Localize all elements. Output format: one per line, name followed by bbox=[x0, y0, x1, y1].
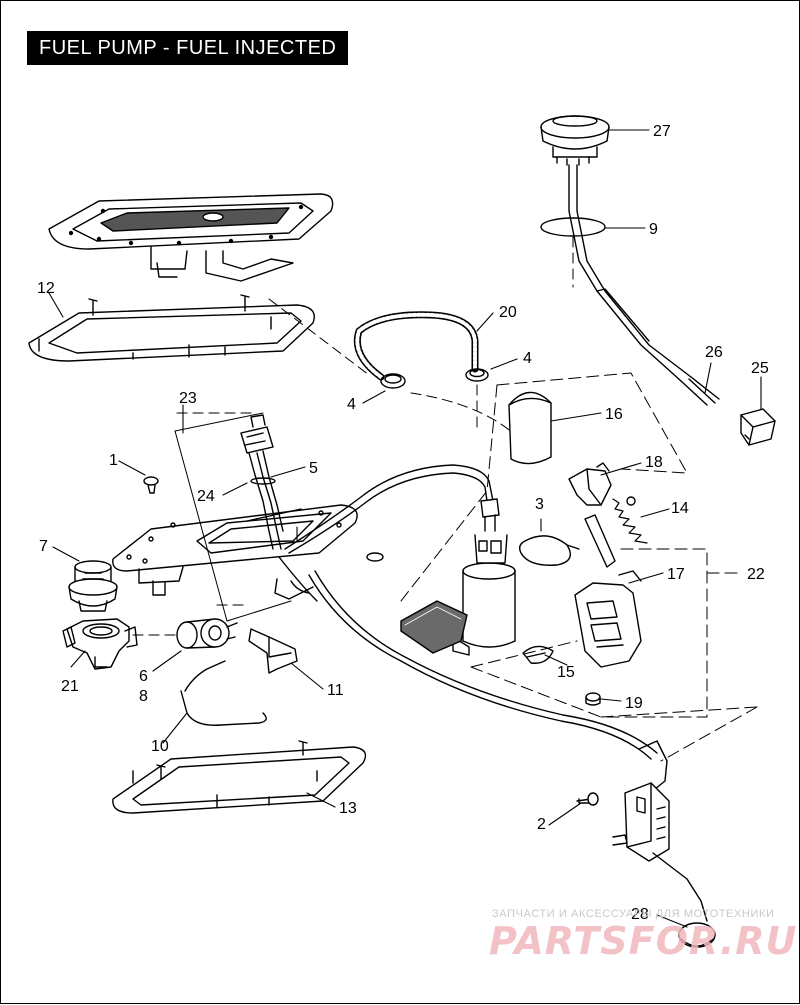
pump-connector bbox=[480, 498, 500, 532]
electrical-connector bbox=[740, 408, 776, 446]
callout-11: 11 bbox=[327, 682, 344, 699]
callout-13: 13 bbox=[339, 800, 357, 817]
spring bbox=[612, 496, 648, 544]
gasket-top bbox=[28, 294, 315, 362]
callout-5: 5 bbox=[309, 460, 318, 477]
pressure-regulator bbox=[68, 560, 118, 612]
callout-1: 1 bbox=[109, 452, 118, 469]
watermark-logo: PARTSFOR.RU bbox=[489, 919, 798, 963]
callout-24: 24 bbox=[197, 488, 215, 505]
callout-19: 19 bbox=[625, 695, 643, 712]
pump-bracket-18 bbox=[568, 462, 612, 506]
callout-16: 16 bbox=[605, 406, 623, 423]
callout-14: 14 bbox=[671, 500, 689, 517]
mounting-bracket bbox=[248, 628, 298, 674]
callout-15: 15 bbox=[557, 664, 575, 681]
small-oring bbox=[366, 552, 384, 562]
nut-19 bbox=[585, 692, 601, 706]
callout-6: 6 bbox=[139, 668, 148, 685]
callout-17: 17 bbox=[667, 566, 685, 583]
sender-wires bbox=[568, 164, 720, 406]
assembly-bracket-23 bbox=[174, 412, 292, 622]
corrugated-fuel-hose bbox=[353, 311, 479, 381]
subassembly-outline-22 bbox=[400, 372, 758, 762]
retaining-wire bbox=[180, 660, 267, 726]
screw-1 bbox=[143, 476, 159, 494]
top-mounting-plate bbox=[48, 193, 334, 282]
callout-2: 2 bbox=[537, 816, 546, 833]
callout-4-right: 4 bbox=[523, 350, 532, 367]
pump-sleeve bbox=[508, 391, 552, 465]
callout-8: 8 bbox=[139, 688, 148, 705]
callout-23: 23 bbox=[179, 390, 197, 407]
callout-28: 28 bbox=[631, 906, 649, 923]
band-clamp bbox=[518, 535, 580, 566]
screw-2 bbox=[576, 792, 599, 806]
float-sender-assembly bbox=[612, 740, 716, 948]
level-sensor-17 bbox=[574, 514, 642, 668]
callout-4-left: 4 bbox=[347, 396, 356, 413]
callout-3: 3 bbox=[535, 496, 544, 513]
callout-7: 7 bbox=[39, 538, 48, 555]
pump-base-plate bbox=[112, 504, 358, 600]
assembly-guidelines bbox=[132, 236, 574, 636]
inlet-filter bbox=[176, 618, 238, 649]
callout-18: 18 bbox=[645, 454, 663, 471]
callout-26: 26 bbox=[705, 344, 723, 361]
callout-20: 20 bbox=[499, 304, 517, 321]
hose-clamps bbox=[380, 368, 489, 389]
fuel-fitting bbox=[62, 618, 138, 670]
pump-strainer bbox=[400, 600, 468, 654]
callout-25: 25 bbox=[751, 360, 769, 377]
retainer-clip bbox=[522, 645, 554, 664]
harness-connector bbox=[240, 414, 284, 550]
callout-12: 12 bbox=[37, 280, 55, 297]
callout-10: 10 bbox=[151, 738, 169, 755]
callout-27: 27 bbox=[653, 123, 671, 140]
fuel-gauge-sender bbox=[540, 115, 610, 166]
diagram-title: FUEL PUMP - FUEL INJECTED bbox=[27, 31, 349, 65]
gasket-bottom bbox=[112, 740, 367, 814]
oring-9 bbox=[540, 217, 606, 237]
main-wire-harness bbox=[278, 464, 658, 760]
leader-lines bbox=[48, 129, 762, 928]
callout-9: 9 bbox=[649, 221, 658, 238]
watermark-caption: ЗАПЧАСТИ И АКСЕССУАРЫ ДЛЯ МОТОТЕХНИКИ bbox=[492, 908, 775, 920]
callout-22: 22 bbox=[747, 566, 765, 583]
callout-21: 21 bbox=[61, 678, 79, 695]
